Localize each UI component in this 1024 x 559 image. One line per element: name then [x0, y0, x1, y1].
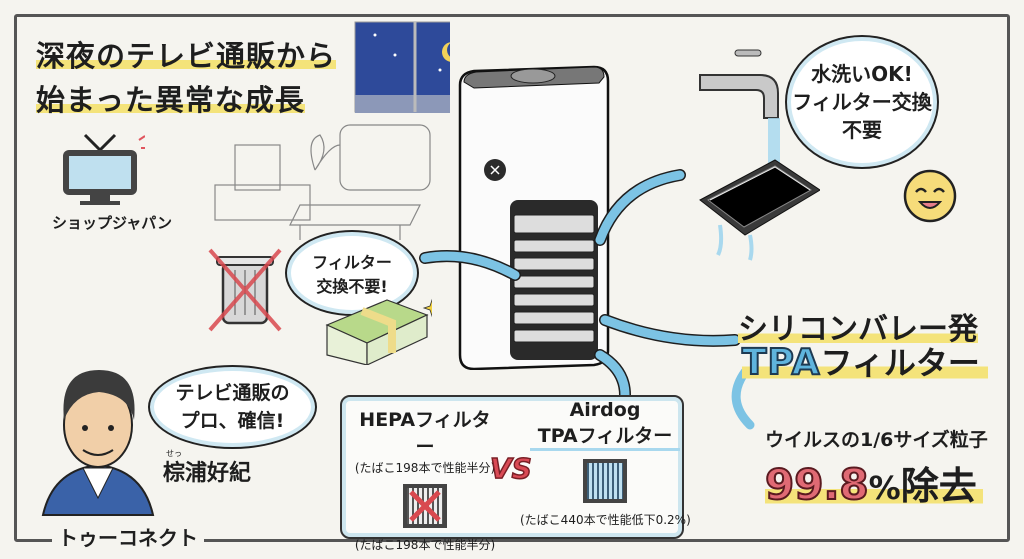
- company-name: トゥーコネクト: [52, 522, 204, 551]
- speech-bubble-washable: 水洗いOK! フィルター交換不要: [785, 35, 939, 169]
- furniture-icon: [214, 124, 431, 240]
- speech-bubble-person: テレビ通販のプロ、確信!: [148, 365, 317, 449]
- bubble-text-line-2: フィルター交換: [792, 90, 932, 114]
- tv-brand-label: ショップジャパン: [52, 214, 173, 232]
- removal-rate: 99.8%除去: [764, 455, 983, 510]
- filter-text: フィルター: [820, 344, 980, 382]
- removal-text: 除去: [900, 464, 977, 508]
- bubble-text-line-2: 交換不要!: [316, 277, 388, 296]
- money-stack-icon: [322, 295, 442, 369]
- name-ruby: せっ: [166, 449, 182, 458]
- hepa-title: HEPAフィルター: [359, 409, 491, 458]
- arrow-to-washed-filter: [595, 170, 685, 245]
- person-name: 棕浦好紀: [163, 461, 252, 486]
- headline-line-2: 始まった異常な成長: [36, 83, 305, 117]
- arrow-to-particle-stat: [731, 367, 755, 430]
- tpa-title-line-1: Airdog: [569, 399, 641, 421]
- faucet-washing-filter-illustration: [690, 40, 821, 274]
- bubble-text-line-1: フィルター: [312, 253, 392, 272]
- bubble-text-line-1: テレビ通販の: [175, 382, 290, 404]
- clean-filter-icon: [583, 459, 627, 503]
- night-window-icon: [354, 21, 450, 113]
- arrow-to-comparison: [595, 350, 630, 400]
- bubble-text-line-1: 水洗いOK!: [811, 62, 913, 86]
- removal-percent-value: 99.8: [764, 459, 870, 510]
- bubble-text-line-3: 不要: [841, 118, 882, 142]
- particle-size-label: ウイルスの1/6サイズ粒子: [765, 429, 988, 451]
- filter-comparison-box: HEPAフィルター (たばこ198本で性能半分) (たばこ198本で性能半分) …: [340, 395, 691, 552]
- smiley-face-icon: [902, 168, 958, 228]
- headline-line-1: 深夜のテレビ通販から: [36, 39, 337, 73]
- arrow-to-tpa-title: [600, 315, 740, 346]
- illustration-frame: [14, 14, 1010, 542]
- tpa-column: Airdog TPAフィルター (たばこ440本で性能低下0.2%): [520, 399, 691, 528]
- hepa-subtitle: (たばこ198本で性能半分): [354, 461, 496, 475]
- hepa-caption: (たばこ198本で性能半分): [354, 538, 496, 552]
- percent-sign: %: [868, 469, 901, 507]
- tpa-filter-title: TPAフィルター: [741, 338, 988, 384]
- tpa-title-line-2: TPAフィルター: [530, 421, 680, 451]
- tpa-text: TPA: [741, 341, 821, 384]
- person-portrait: [38, 350, 158, 524]
- bubble-text-line-2: プロ、確信!: [180, 410, 285, 432]
- hepa-column: HEPAフィルター (たばこ198本で性能半分) (たばこ198本で性能半分): [350, 405, 500, 553]
- trash-can-crossed-icon: [205, 245, 285, 339]
- tv-icon: [55, 130, 147, 214]
- dirty-filter-crossed-icon: [403, 484, 447, 528]
- arrow-to-bubble: [420, 251, 520, 280]
- living-room-scene: [214, 21, 450, 240]
- headline: 深夜のテレビ通販から 始まった異常な成長: [36, 34, 337, 122]
- vs-label: VS: [489, 451, 532, 486]
- air-purifier-illustration: [450, 60, 620, 374]
- tpa-caption: (たばこ440本で性能低下0.2%): [520, 513, 691, 527]
